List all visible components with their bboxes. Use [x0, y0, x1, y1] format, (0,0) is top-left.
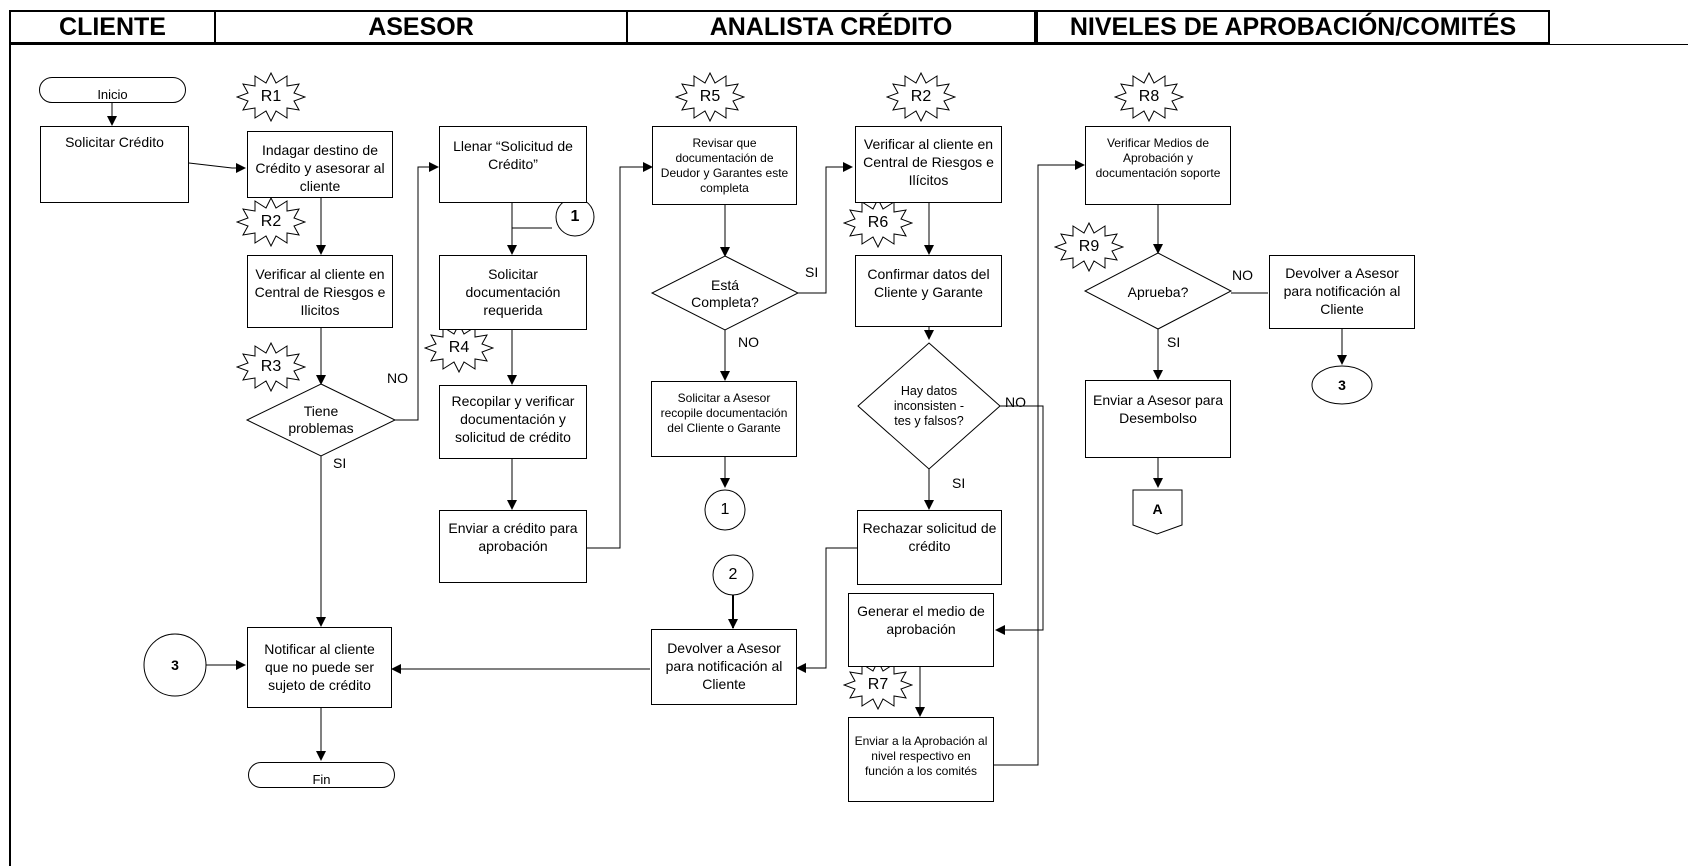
- risk-label: R2: [910, 88, 932, 105]
- branch-label-no: NO: [1232, 267, 1253, 283]
- risk-marker-r7: R7: [843, 660, 913, 710]
- risk-label: R9: [1078, 238, 1100, 255]
- process-verificar-central-analista: Verificar al cliente en Central de Riesg…: [855, 126, 1002, 203]
- risk-marker-r8: R8: [1114, 72, 1184, 122]
- risk-marker-r2: R2: [236, 197, 306, 247]
- process-enviar-a-credito: Enviar a crédito para aprobación: [439, 510, 587, 583]
- connector-3: 3: [171, 657, 179, 673]
- risk-label: R6: [867, 214, 889, 231]
- process-llenar-solicitud: Llenar “Solicitud de Crédito”: [439, 126, 587, 203]
- lane-header-niveles: NIVELES DE APROBACIÓN/COMITÉS: [1036, 10, 1550, 44]
- branch-label-no: NO: [1005, 394, 1026, 410]
- risk-label: R7: [867, 676, 889, 693]
- end-terminal: Fin: [248, 762, 395, 788]
- risk-label: R5: [699, 88, 721, 105]
- process-verificar-central-asesor: Verificar al cliente en Central de Riesg…: [247, 255, 393, 328]
- risk-marker-r9: R9: [1054, 222, 1124, 272]
- process-indagar-destino: Indagar destino de Crédito y asesorar al…: [247, 131, 393, 198]
- process-enviar-aprobacion: Enviar a la Aprobación al nivel respecti…: [848, 717, 994, 802]
- risk-marker-r6: R6: [843, 198, 913, 248]
- process-devolver-comite: Devolver a Asesor para notificación al C…: [1269, 255, 1415, 329]
- lane-header-analista: ANALISTA CRÉDITO: [626, 10, 1036, 44]
- decision-esta-completa: Está Completa?: [691, 277, 759, 310]
- process-notificar-cliente: Notificar al cliente que no puede ser su…: [247, 627, 392, 708]
- risk-label: R1: [260, 88, 282, 105]
- risk-marker-r3: R3: [236, 342, 306, 392]
- branch-label-si: SI: [1167, 334, 1181, 350]
- branch-label-si: SI: [805, 264, 819, 280]
- risk-marker-r5: R5: [675, 72, 745, 122]
- process-solicitar-documentacion: Solicitar documentación requerida: [439, 255, 587, 330]
- process-solicitar-a-asesor: Solicitar a Asesor recopile documentació…: [651, 381, 797, 457]
- connector-1: 1: [720, 501, 730, 518]
- risk-marker-r1: R1: [236, 72, 306, 122]
- branch-label-si: SI: [333, 455, 347, 471]
- process-revisar-documentacion: Revisar que documentación de Deudor y Ga…: [652, 126, 797, 205]
- branch-label-no: NO: [738, 334, 759, 350]
- risk-marker-r4: R4: [424, 323, 494, 373]
- lane-header-asesor: ASESOR: [214, 10, 628, 44]
- connector-3: 3: [1338, 377, 1346, 393]
- process-rechazar-solicitud: Rechazar solicitud de crédito: [857, 510, 1002, 585]
- process-confirmar-datos: Confirmar datos del Cliente y Garante: [855, 255, 1002, 327]
- branch-label-no: NO: [387, 370, 408, 386]
- risk-label: R3: [260, 358, 282, 375]
- connector-1: 1: [570, 208, 580, 225]
- lane-header-cliente: CLIENTE: [9, 10, 216, 44]
- process-enviar-desembolso: Enviar a Asesor para Desembolso: [1085, 380, 1231, 458]
- diagram-frame: [9, 44, 1688, 866]
- process-solicitar-credito: Solicitar Crédito: [40, 126, 189, 203]
- decision-aprueba: Aprueba?: [1127, 283, 1189, 300]
- decision-hay-datos-inconsistentes: Hay datos inconsisten -tes y falsos?: [893, 383, 965, 428]
- offpage-connector-a: A: [1152, 501, 1163, 517]
- start-terminal: Inicio: [39, 77, 186, 103]
- process-devolver-a-asesor: Devolver a Asesor para notificación al C…: [651, 629, 797, 705]
- risk-label: R2: [260, 213, 282, 230]
- connector-2: 2: [728, 566, 738, 583]
- process-verificar-medios: Verificar Medios de Aprobación y documen…: [1085, 126, 1231, 205]
- risk-label: R4: [448, 339, 470, 356]
- risk-label: R8: [1138, 88, 1160, 105]
- risk-marker-r2b: R2: [886, 72, 956, 122]
- process-recopilar-verificar: Recopilar y verificar documentación y so…: [439, 385, 587, 459]
- process-generar-medio: Generar el medio de aprobación: [848, 593, 994, 667]
- branch-label-si: SI: [952, 475, 966, 491]
- decision-tiene-problemas: Tiene problemas: [288, 403, 354, 436]
